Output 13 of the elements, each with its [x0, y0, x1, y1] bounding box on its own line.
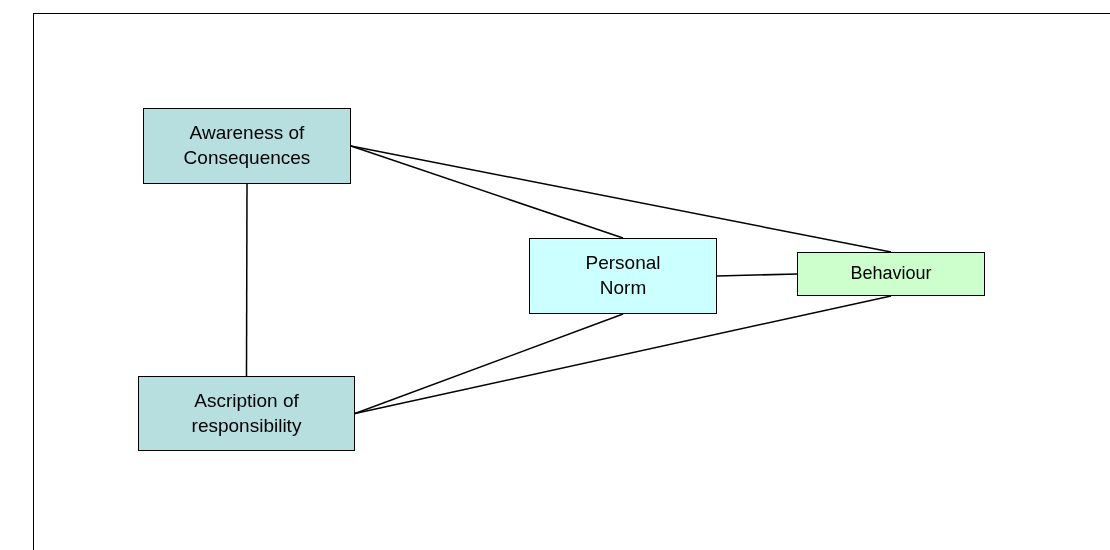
box-label: Awareness of Consequences — [182, 121, 312, 170]
box-label: Behaviour — [850, 262, 932, 286]
connector-line — [716, 273, 798, 277]
concept-box — [529, 238, 717, 314]
box-label: Personal Norm — [584, 251, 662, 300]
concept-box — [143, 108, 351, 184]
box-label: Ascription of responsibility — [190, 388, 303, 438]
connector-line — [245, 183, 248, 377]
connector-line — [350, 145, 624, 239]
concept-box — [138, 376, 355, 451]
connector-line — [350, 145, 892, 253]
concept-box — [797, 252, 985, 296]
connector-line — [354, 295, 892, 415]
